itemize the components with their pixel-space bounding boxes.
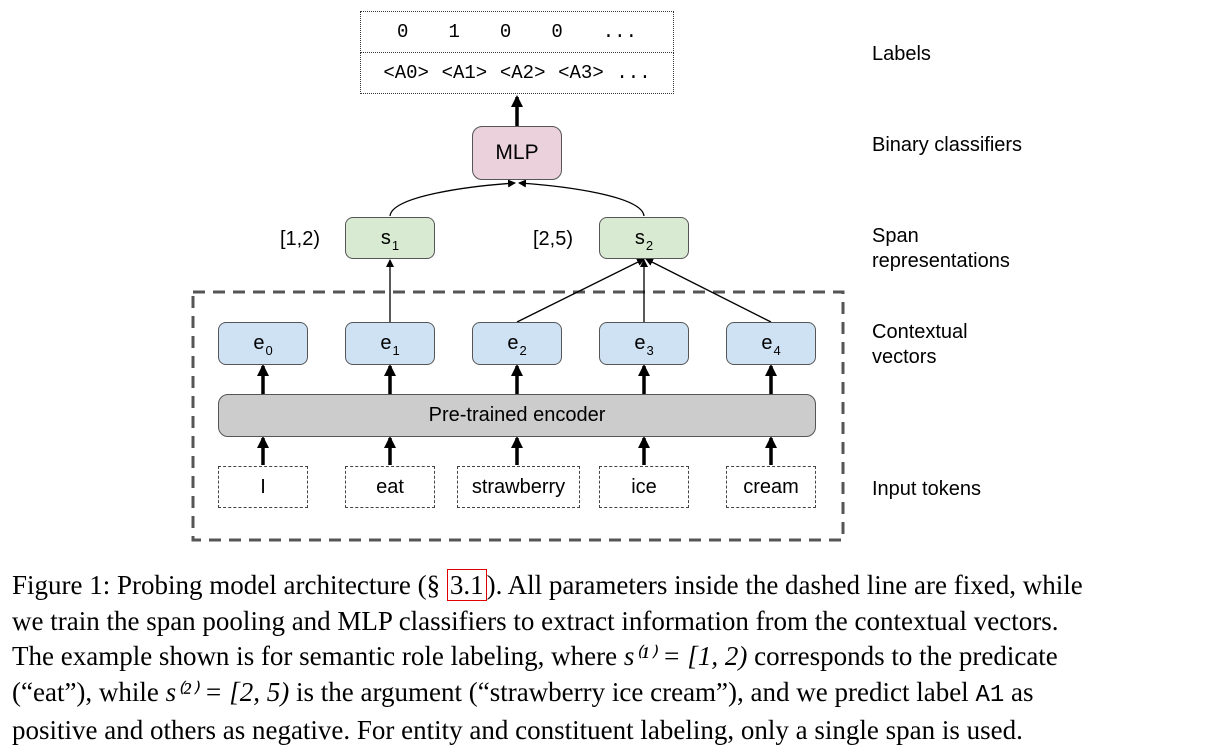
span-range-s2: [2,5) <box>533 228 574 250</box>
side-label-span-line1: Span <box>872 225 919 247</box>
arrow-s2-mlp <box>518 179 645 217</box>
ctx-subscript: 3 <box>646 343 654 358</box>
side-label-ctx-line1: Contextual <box>872 321 968 343</box>
caption-line: The example shown is for semantic role l… <box>12 639 1220 675</box>
caption-text: (“eat”), while <box>12 676 166 707</box>
ctx-subscript: 0 <box>265 343 273 358</box>
caption-code: A1 <box>975 681 1005 709</box>
side-label-ctx-line2: vectors <box>872 346 937 368</box>
token-text: I <box>260 475 266 498</box>
label-value: 0 <box>397 21 409 43</box>
label-values-row: 0 1 0 0 ... <box>360 11 674 53</box>
token-box: I <box>218 466 308 508</box>
label-names-row: <A0> <A1> <A2> <A3> ... <box>360 52 674 94</box>
caption-line: (“eat”), while s⁽²⁾ = [2, 5) is the argu… <box>12 675 1220 714</box>
ctx-letter: e <box>253 332 265 354</box>
label-value: 0 <box>499 21 512 43</box>
span-subscript: 2 <box>645 237 654 253</box>
arrow-e2-s2 <box>516 258 645 323</box>
side-label-span: Span representations <box>872 224 1010 274</box>
caption-math: s⁽²⁾ = [2, 5) <box>165 676 290 707</box>
arrow-s1-mlp <box>389 179 516 217</box>
ctx-subscript: 2 <box>519 343 527 358</box>
caption-text: The example shown is for semantic role l… <box>12 641 624 671</box>
token-box: ice <box>599 466 689 508</box>
label-value: 1 <box>448 21 460 43</box>
caption-text: as <box>1004 676 1034 707</box>
caption-line: positive and others as negative. For ent… <box>12 715 1023 745</box>
label-name: <A1> <box>441 62 488 84</box>
frozen-region-border <box>191 290 845 542</box>
span-range-s1: [1,2) <box>280 228 321 250</box>
token-text: eat <box>376 475 404 498</box>
token-box: strawberry <box>457 466 580 508</box>
side-label-contextual: Contextual vectors <box>872 320 968 370</box>
caption-text: corresponds to the predicate <box>747 641 1058 671</box>
caption-text: ). All parameters inside the dashed line… <box>486 570 1083 600</box>
ctx-subscript: 1 <box>392 343 400 358</box>
label-name: <A2> <box>499 62 546 84</box>
token-text: cream <box>743 475 799 498</box>
figure: 0 1 0 0 ... <A0> <A1> <A2> <A3> ... MLP … <box>191 11 1023 542</box>
token-box: eat <box>345 466 435 508</box>
ctx-letter: e <box>761 332 773 354</box>
token-text: ice <box>631 475 657 498</box>
label-value: ... <box>602 21 637 43</box>
ctx-letter: e <box>634 332 646 354</box>
ctx-letter: e <box>507 332 519 354</box>
caption-line: we train the span pooling and MLP classi… <box>12 605 1059 636</box>
label-name: <A0> <box>383 62 429 84</box>
arrow-e4-s2 <box>645 258 772 323</box>
token-text: strawberry <box>471 475 566 498</box>
caption-text: is the argument (“strawberry ice cream”)… <box>289 676 976 707</box>
side-label-span-line2: representations <box>872 250 1010 272</box>
section-ref-link[interactable]: 3.1 <box>446 569 487 601</box>
pretrained-encoder-box: Pre-trained encoder <box>218 394 816 437</box>
side-label-labels: Labels <box>872 43 931 65</box>
figure-caption: Figure 1: Probing model architecture (§ … <box>12 568 1220 749</box>
mlp-box: MLP <box>472 126 562 180</box>
label-name: ... <box>616 62 651 84</box>
token-box: cream <box>726 466 816 508</box>
connector-arrows <box>191 95 845 542</box>
caption-text: Figure 1: Probing model architecture (§ <box>12 570 447 600</box>
span-subscript: 1 <box>391 237 400 253</box>
side-label-binary: Binary classifiers <box>872 134 1023 156</box>
mlp-label: MLP <box>495 141 539 164</box>
span-letter: s <box>634 226 645 249</box>
caption-math: s⁽¹⁾ = [1, 2) <box>623 641 748 671</box>
ctx-subscript: 4 <box>773 343 781 358</box>
side-label-input: Input tokens <box>872 478 981 500</box>
label-value: 0 <box>551 21 563 43</box>
ctx-letter: e <box>380 332 392 354</box>
caption-line: Figure 1: Probing model architecture (§ … <box>12 568 1220 604</box>
span-letter: s <box>380 226 391 249</box>
label-name: <A3> <box>558 62 604 84</box>
encoder-label: Pre-trained encoder <box>428 404 606 426</box>
